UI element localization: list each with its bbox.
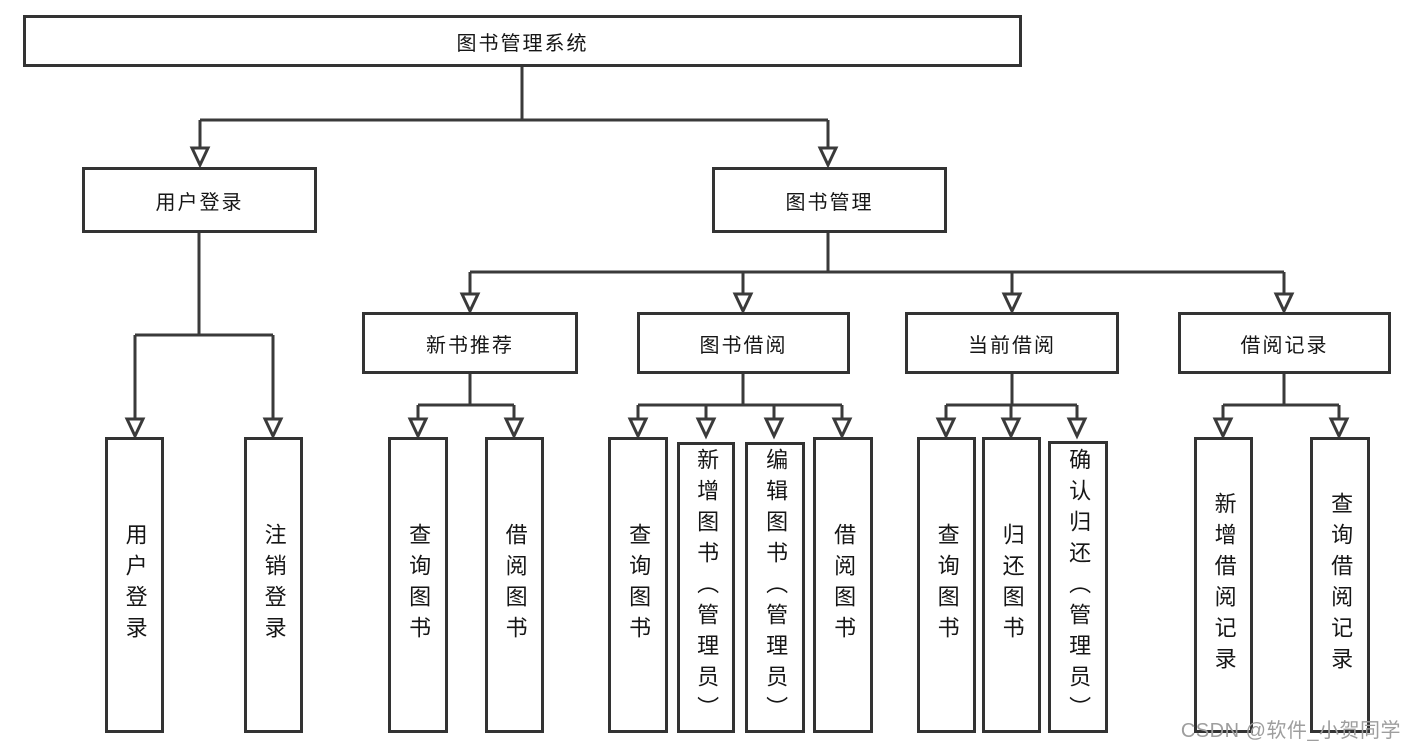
node-root: 图书管理系统 xyxy=(23,15,1022,67)
node-current-borrow: 当前借阅 xyxy=(905,312,1119,374)
leaf-nbr-query-books: 查询图书 xyxy=(388,437,448,733)
node-new-book-rec-label: 新书推荐 xyxy=(426,334,514,357)
leaf-nbr-borrow-books-label: 借阅图书 xyxy=(502,523,528,647)
leaf-bb-edit-book-label: 编辑图书（管理员） xyxy=(763,448,789,727)
csdn-watermark: CSDN @软件_小贺同学 xyxy=(1180,720,1401,742)
leaf-bb-query-books-label: 查询图书 xyxy=(626,523,652,647)
leaf-br-query-record: 查询借阅记录 xyxy=(1310,437,1370,733)
leaf-bb-add-book: 新增图书（管理员） xyxy=(677,442,735,733)
connector-book-borrow-fork xyxy=(627,374,853,440)
leaf-nbr-borrow-books: 借阅图书 xyxy=(485,437,544,733)
leaf-bb-borrow-books: 借阅图书 xyxy=(813,437,873,733)
leaf-bb-edit-book: 编辑图书（管理员） xyxy=(745,442,805,733)
leaf-logout: 注销登录 xyxy=(244,437,303,733)
leaf-user-login: 用户登录 xyxy=(105,437,164,733)
node-book-borrow-label: 图书借阅 xyxy=(699,334,788,357)
leaf-bb-borrow-books-label: 借阅图书 xyxy=(831,523,857,647)
node-user-login: 用户登录 xyxy=(82,167,317,233)
node-borrow-records-label: 借阅记录 xyxy=(1240,334,1329,357)
leaf-logout-label: 注销登录 xyxy=(261,523,287,647)
node-book-borrow: 图书借阅 xyxy=(637,312,850,374)
leaf-user-login-label: 用户登录 xyxy=(122,523,148,647)
connector-user-login-fork xyxy=(124,233,284,440)
leaf-cb-query-books-label: 查询图书 xyxy=(934,523,960,647)
connector-new-book-rec-fork xyxy=(407,374,525,440)
connector-book-mgmt-fork xyxy=(459,233,1295,315)
node-borrow-records: 借阅记录 xyxy=(1178,312,1391,374)
node-current-borrow-label: 当前借阅 xyxy=(968,334,1056,357)
leaf-cb-return-book-label: 归还图书 xyxy=(999,523,1025,647)
connector-root-fork xyxy=(189,67,839,169)
connector-borrow-records-fork xyxy=(1212,374,1350,440)
node-root-label: 图书管理系统 xyxy=(456,32,589,55)
connector-current-borrow-fork xyxy=(935,374,1088,440)
leaf-br-add-record-label: 新增借阅记录 xyxy=(1211,492,1237,678)
leaf-bb-query-books: 查询图书 xyxy=(608,437,668,733)
leaf-bb-add-book-label: 新增图书（管理员） xyxy=(694,448,720,727)
node-new-book-rec: 新书推荐 xyxy=(362,312,578,374)
leaf-br-query-record-label: 查询借阅记录 xyxy=(1328,492,1354,678)
leaf-cb-query-books: 查询图书 xyxy=(917,437,976,733)
node-user-login-label: 用户登录 xyxy=(155,191,244,214)
leaf-nbr-query-books-label: 查询图书 xyxy=(406,523,432,647)
node-book-mgmt-label: 图书管理 xyxy=(785,191,874,214)
leaf-br-add-record: 新增借阅记录 xyxy=(1194,437,1253,733)
node-book-mgmt: 图书管理 xyxy=(712,167,947,233)
leaf-cb-confirm-return: 确认归还（管理员） xyxy=(1048,441,1108,733)
leaf-cb-confirm-return-label: 确认归还（管理员） xyxy=(1066,447,1092,727)
leaf-cb-return-book: 归还图书 xyxy=(982,437,1041,733)
